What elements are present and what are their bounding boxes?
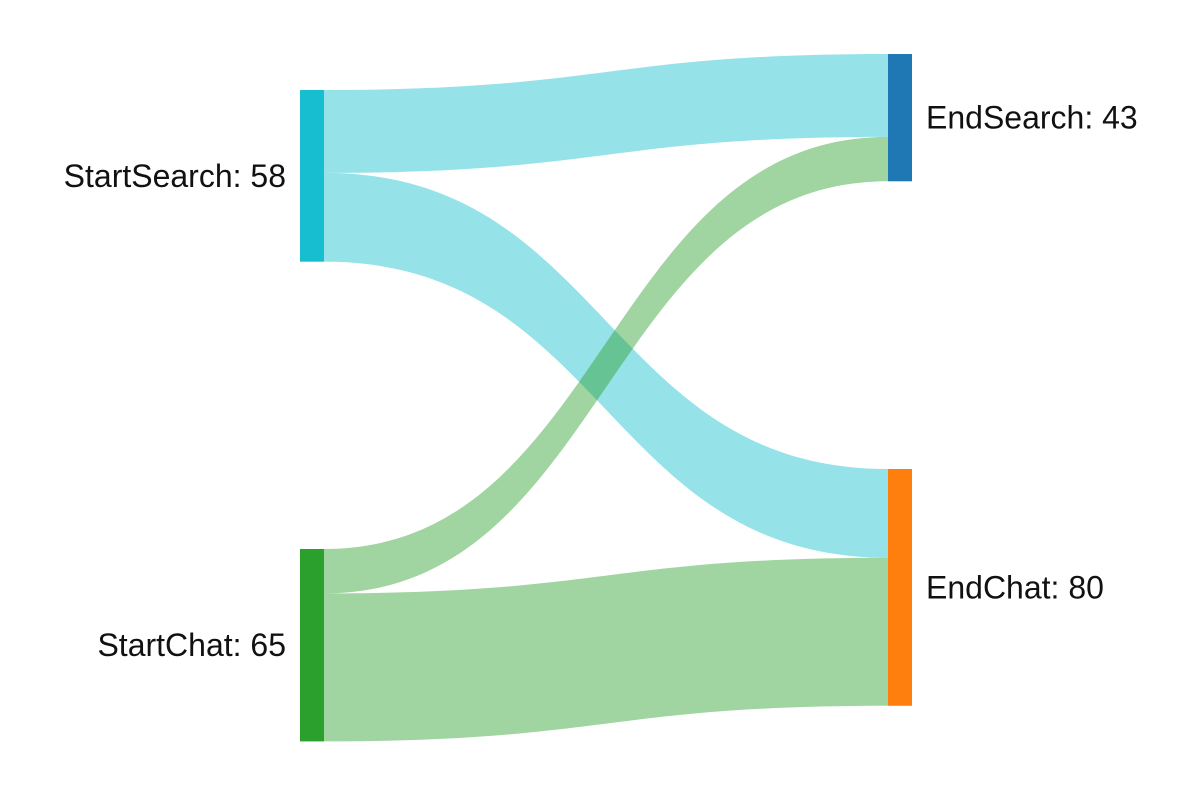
flow-start-search-to-end-search (324, 54, 888, 173)
node-end-chat (888, 469, 912, 706)
sankey-labels: StartSearch: 58 StartChat: 65 EndSearch: 4… (64, 100, 1138, 664)
flow-start-search-to-end-chat (324, 172, 888, 558)
node-start-chat (300, 549, 324, 742)
sankey-flows (324, 54, 888, 742)
node-end-search (888, 54, 912, 182)
flow-start-chat-to-end-chat (324, 557, 888, 742)
node-start-search (300, 90, 324, 262)
node-label-start-search: StartSearch: 58 (64, 158, 286, 194)
node-label-end-chat: EndChat: 80 (926, 569, 1104, 605)
flow-start-chat-to-end-search (324, 136, 888, 594)
node-label-start-chat: StartChat: 65 (97, 627, 286, 663)
node-label-end-search: EndSearch: 43 (926, 100, 1138, 136)
sankey-nodes (300, 54, 912, 742)
